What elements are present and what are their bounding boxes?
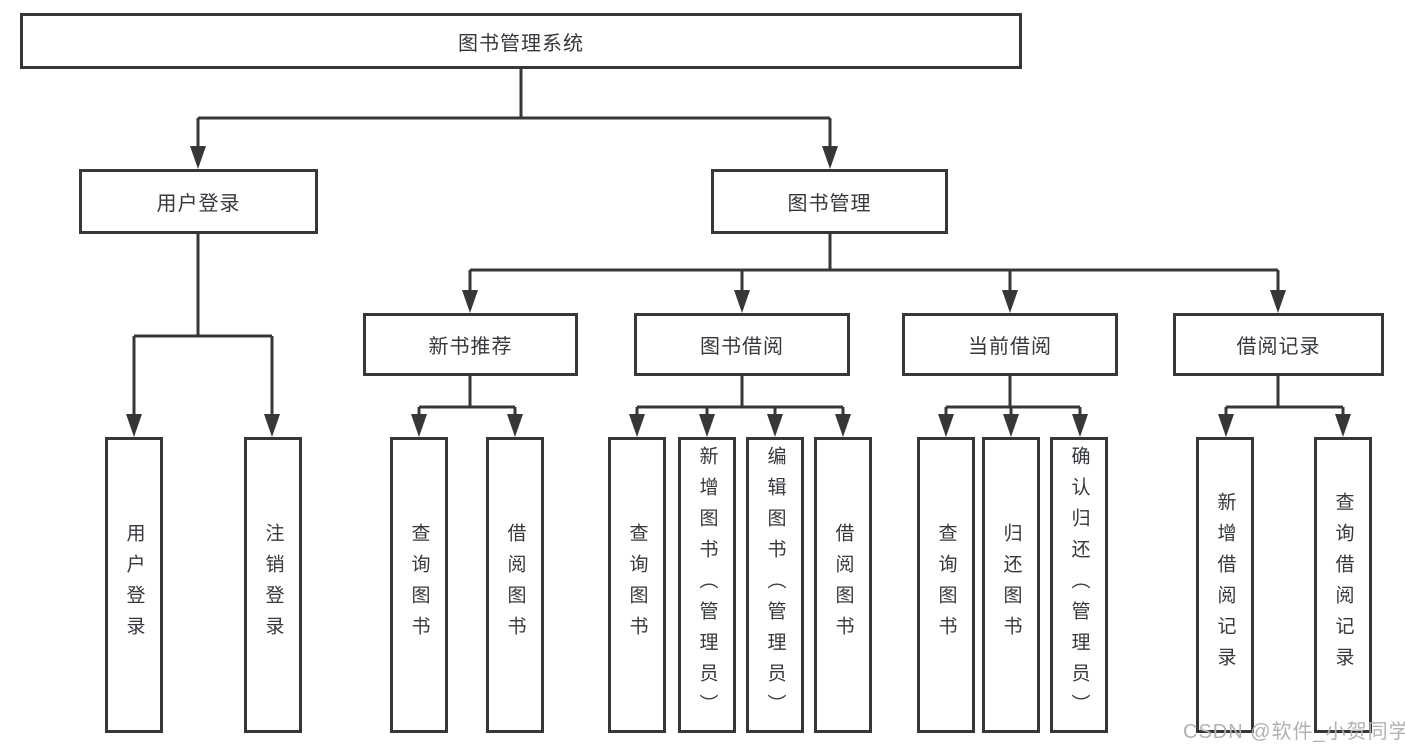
arrowhead (699, 414, 715, 437)
leaf-borrow-books-recommend-label: 借阅图书 (504, 523, 526, 647)
node-borrow-records-label: 借阅记录 (1236, 336, 1321, 358)
arrowhead (1270, 290, 1286, 313)
leaf-confirm-return-admin: 确认归还（管理员） (1050, 437, 1108, 733)
leaf-query-books-current-label: 查询图书 (935, 523, 957, 647)
node-root: 图书管理系统 (20, 13, 1022, 69)
arrowhead (938, 414, 954, 437)
node-root-label: 图书管理系统 (458, 32, 584, 55)
leaf-query-books-recommend-label: 查询图书 (408, 523, 430, 647)
arrowhead (734, 290, 750, 313)
arrowhead (190, 146, 206, 169)
leaf-user-login-label: 用户登录 (123, 523, 145, 647)
leaf-add-books-admin-label: 新增图书（管理员） (696, 445, 718, 725)
node-borrow-records: 借阅记录 (1173, 313, 1384, 376)
leaf-query-books-current: 查询图书 (917, 437, 975, 733)
leaf-add-books-admin: 新增图书（管理员） (678, 437, 736, 733)
node-book-management: 图书管理 (711, 169, 948, 234)
csdn-watermark: CSDN @软件_小贺同学 (1183, 721, 1405, 743)
arrowhead (767, 414, 783, 437)
leaf-add-borrow-record: 新增借阅记录 (1196, 437, 1254, 733)
node-current-borrow-label: 当前借阅 (968, 336, 1052, 358)
arrowhead (126, 414, 142, 437)
node-book-borrow: 图书借阅 (634, 313, 850, 376)
leaf-return-books-label: 归还图书 (1000, 523, 1022, 647)
node-book-management-label: 图书管理 (787, 193, 872, 215)
arrowhead (411, 414, 427, 437)
leaf-query-books-recommend: 查询图书 (390, 437, 448, 733)
node-user-login-label: 用户登录 (156, 193, 241, 215)
leaf-logout: 注销登录 (244, 437, 302, 733)
arrowhead (1002, 290, 1018, 313)
node-new-book-recommend-label: 新书推荐 (428, 336, 513, 358)
leaf-edit-books-admin: 编辑图书（管理员） (746, 437, 804, 733)
arrowhead (1218, 414, 1234, 437)
leaf-return-books: 归还图书 (982, 437, 1040, 733)
arrowhead (629, 414, 645, 437)
arrowhead (1072, 414, 1088, 437)
leaf-logout-label: 注销登录 (262, 523, 284, 647)
arrowhead (507, 414, 523, 437)
node-current-borrow: 当前借阅 (902, 313, 1118, 376)
leaf-query-borrow-record: 查询借阅记录 (1314, 437, 1372, 733)
node-new-book-recommend: 新书推荐 (363, 313, 578, 376)
leaf-borrow-books: 借阅图书 (814, 437, 872, 733)
arrowheads (126, 146, 1351, 437)
arrowhead (835, 414, 851, 437)
leaf-add-borrow-record-label: 新增借阅记录 (1214, 492, 1236, 678)
leaf-user-login: 用户登录 (105, 437, 163, 733)
arrowhead (1335, 414, 1351, 437)
leaf-query-books-borrow-label: 查询图书 (626, 523, 648, 647)
leaf-borrow-books-recommend: 借阅图书 (486, 437, 544, 733)
arrowhead (264, 414, 280, 437)
arrowhead (1003, 414, 1019, 437)
leaf-confirm-return-admin-label: 确认归还（管理员） (1068, 445, 1090, 725)
arrowhead (462, 290, 478, 313)
node-user-login: 用户登录 (79, 169, 318, 234)
arrowhead (822, 146, 838, 169)
connector-path (132, 69, 1345, 416)
node-book-borrow-label: 图书借阅 (700, 336, 784, 358)
leaf-query-borrow-record-label: 查询借阅记录 (1332, 492, 1354, 678)
leaf-query-books-borrow: 查询图书 (608, 437, 666, 733)
leaf-edit-books-admin-label: 编辑图书（管理员） (764, 445, 786, 725)
leaf-borrow-books-label: 借阅图书 (832, 523, 854, 647)
